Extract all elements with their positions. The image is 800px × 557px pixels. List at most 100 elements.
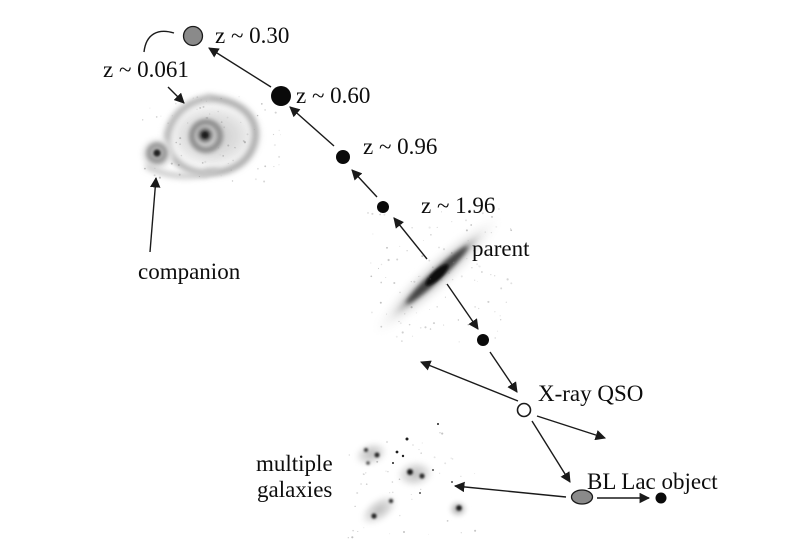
noise-dot [500, 319, 502, 321]
noise-dot [232, 159, 234, 162]
noise-dot [429, 309, 430, 310]
noise-dot [153, 174, 156, 177]
noise-dot [386, 313, 388, 315]
noise-dot [179, 143, 181, 145]
noise-dot [278, 155, 281, 158]
noise-dot [476, 281, 478, 282]
noise-dot [385, 440, 389, 444]
noise-dot [445, 283, 447, 286]
noise-dot [423, 240, 425, 241]
noise-dot [427, 276, 430, 278]
noise-dot [389, 492, 391, 494]
noise-dot [411, 335, 414, 337]
noise-dot [196, 108, 198, 110]
noise-dot [352, 529, 354, 532]
noise-dot [408, 323, 411, 326]
noise-dot [438, 246, 440, 249]
noise-dot [428, 226, 431, 229]
noise-dot [428, 259, 431, 262]
noise-dot [429, 328, 432, 330]
noise-dot [347, 537, 349, 539]
noise-dot [490, 215, 494, 218]
noise-dot [254, 178, 257, 181]
noise-dot [226, 116, 229, 119]
noise-dot [231, 180, 234, 182]
noise-dot [380, 325, 383, 328]
noise-dot [360, 483, 363, 485]
noise-dot [430, 233, 432, 236]
noise-dot [399, 322, 402, 325]
arrows [143, 30, 651, 504]
noise-dot [178, 173, 181, 176]
noise-dot [202, 105, 205, 108]
noise-dot [420, 452, 422, 454]
noise-dot [365, 472, 367, 474]
noise-dot [167, 122, 169, 124]
noise-dot [510, 228, 512, 230]
noise-dot [204, 160, 207, 163]
noise-dot [348, 454, 350, 456]
hook-connector-z030 [143, 30, 175, 53]
object-nodes [182, 25, 667, 505]
noise-dot [370, 275, 373, 278]
noise-dot [158, 176, 161, 179]
noise-dot [448, 272, 450, 274]
noise-dot [256, 114, 259, 117]
group-galaxy-2-core [419, 473, 425, 479]
arrow-parent-to-dot [446, 283, 479, 330]
noise-dot [457, 319, 460, 321]
noise-dot [431, 266, 434, 269]
noise-dot [387, 470, 389, 473]
noise-dot [419, 275, 421, 277]
noise-dot [175, 141, 177, 144]
noise-dot [205, 117, 208, 119]
noise-dot [505, 301, 507, 303]
noise-dot [200, 99, 202, 101]
noise-dot [439, 472, 441, 474]
noise-dot [278, 164, 280, 166]
noise-dot [354, 505, 356, 508]
group-galaxy-3-core [371, 513, 377, 519]
noise-dot [243, 141, 246, 144]
multiple-galaxies-image [347, 423, 477, 539]
noise-dot [160, 115, 162, 117]
label-parent: parent [472, 236, 530, 261]
noise-dot [446, 520, 449, 522]
noise-dot [399, 245, 401, 247]
noise-dot [143, 167, 146, 170]
noise-dot [460, 532, 462, 534]
noise-dot [392, 491, 394, 494]
noise-dot [399, 514, 401, 517]
group-galaxy-1-core [374, 452, 380, 458]
noise-dot [469, 209, 471, 212]
noise-dot [170, 162, 173, 165]
noise-dot [451, 278, 454, 281]
arrow-qso-to-bllac [531, 420, 571, 483]
noise-dot [363, 527, 365, 529]
noise-dot [441, 432, 444, 435]
object-z196-dot [377, 201, 389, 213]
noise-dot [401, 340, 403, 342]
noise-dot [494, 337, 496, 339]
noise-dot [395, 335, 398, 338]
noise-dot [234, 147, 236, 149]
noise-dot [496, 330, 499, 332]
noise-dot [473, 250, 475, 252]
spiral-inner-ring [189, 119, 223, 153]
noise-dot [219, 154, 221, 156]
noise-dot [466, 257, 468, 260]
group-galaxy-3 [357, 492, 401, 528]
label-galaxies: galaxies [257, 477, 332, 502]
noise-dot [260, 103, 263, 105]
noise-dot [234, 146, 236, 149]
noise-dot [410, 280, 412, 283]
noise-dot [494, 275, 496, 277]
noise-dot [418, 449, 420, 451]
noise-dot [380, 281, 383, 284]
noise-dot [201, 162, 204, 164]
noise-dot [357, 530, 359, 533]
noise-dot [398, 320, 400, 323]
noise-dot [154, 167, 156, 169]
noise-dot [370, 311, 373, 314]
